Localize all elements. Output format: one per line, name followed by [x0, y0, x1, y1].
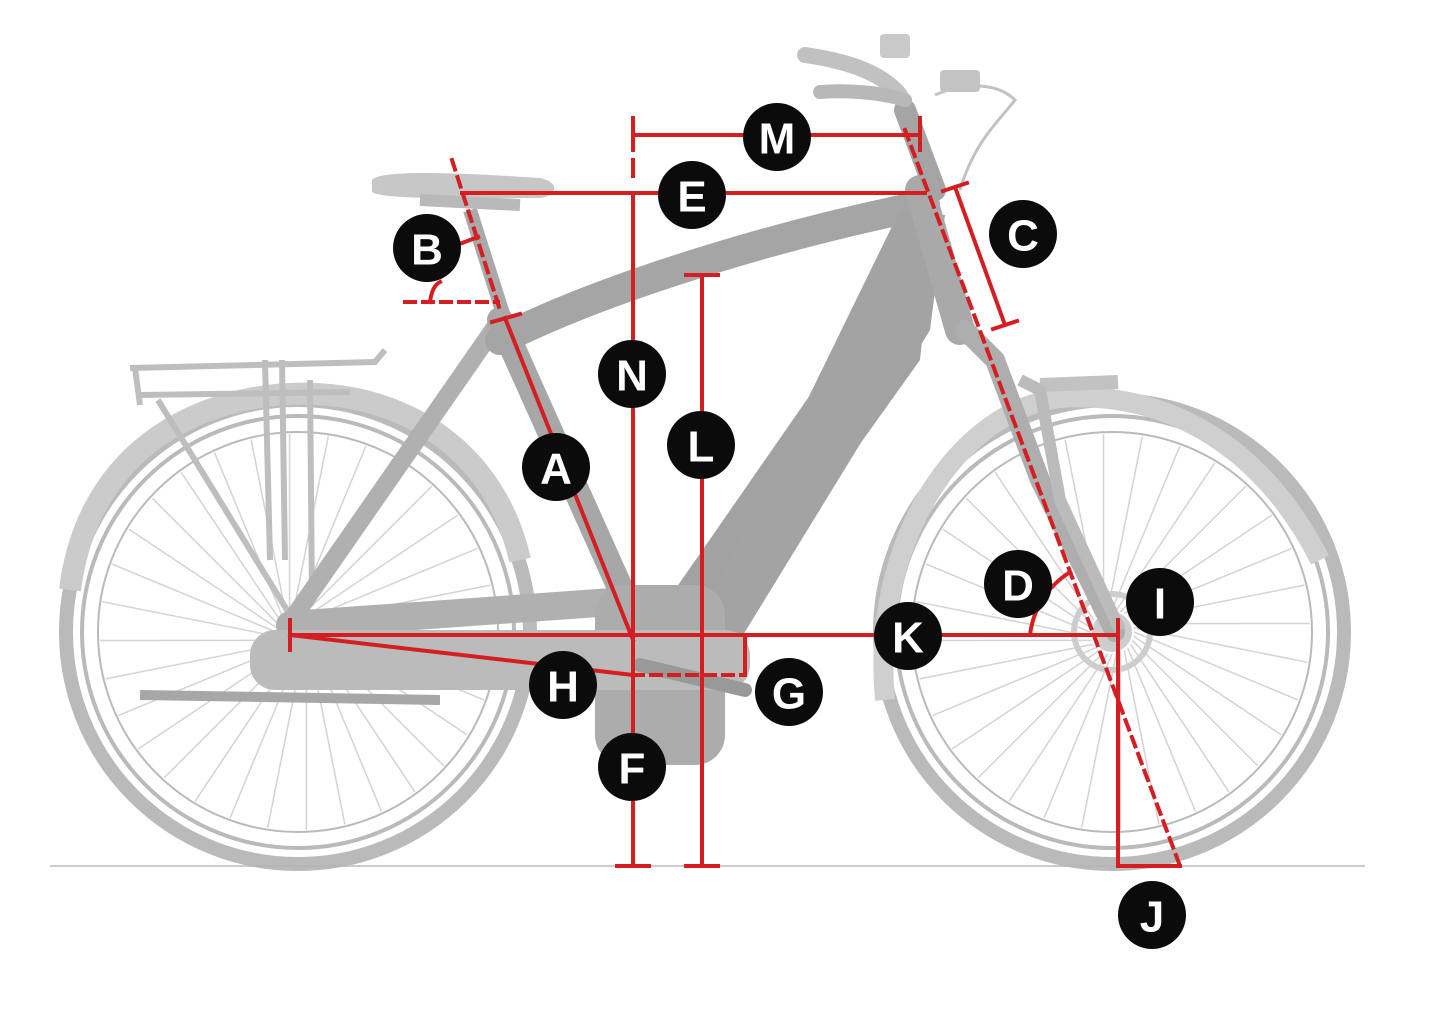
handlebar [797, 34, 1017, 201]
rear-rack [129, 348, 388, 617]
svg-text:H: H [547, 663, 579, 712]
rear-fender [59, 382, 531, 592]
spoke [1043, 653, 1113, 819]
dim-g-bb-drop [631, 633, 747, 677]
spoke [305, 485, 433, 613]
svg-text:M: M [759, 115, 796, 164]
badge-c: C [989, 200, 1057, 268]
spoke [102, 600, 277, 638]
badge-g: G [755, 658, 823, 726]
badge-d: D [984, 550, 1052, 618]
front-fork [955, 320, 1126, 642]
badge-l: L [667, 411, 735, 479]
svg-text:G: G [772, 670, 806, 719]
svg-text:B: B [411, 226, 443, 275]
svg-text:A: A [540, 445, 572, 494]
badge-h: H [529, 651, 597, 719]
badge-m: M [743, 103, 811, 171]
svg-text:E: E [677, 173, 706, 222]
spoke [313, 547, 478, 618]
spoke [932, 646, 1097, 717]
svg-text:F: F [619, 745, 646, 794]
badge-a: A [522, 433, 590, 501]
dim-steering-axis [902, 127, 1183, 869]
spoke [1106, 436, 1144, 611]
svg-text:K: K [892, 614, 924, 663]
badge-k: K [874, 602, 942, 670]
spoke [916, 600, 1091, 638]
badge-b: B [393, 214, 461, 282]
svg-text:D: D [1002, 562, 1034, 611]
spoke [1129, 643, 1230, 793]
spoke [977, 651, 1105, 779]
label-badges: M E C B N L A D I K H G F J [393, 103, 1194, 949]
dim-c-head-tube [940, 180, 1020, 332]
spoke [128, 528, 277, 629]
spoke [151, 497, 279, 625]
spoke [1131, 639, 1259, 767]
badge-f: F [598, 733, 666, 801]
spoke [111, 563, 277, 633]
svg-text:C: C [1007, 212, 1039, 261]
dim-b-seat-angle [403, 157, 503, 313]
dim-l-standover [684, 273, 720, 868]
spoke [1133, 635, 1282, 736]
badge-j: J [1118, 881, 1186, 949]
spoke [1133, 631, 1299, 701]
badge-n: N [598, 340, 666, 408]
front-fender [873, 387, 1329, 701]
spoke [1008, 653, 1109, 802]
svg-text:N: N [616, 352, 648, 401]
svg-text:J: J [1140, 893, 1164, 942]
svg-text:L: L [688, 423, 715, 472]
badge-e: E [658, 161, 726, 229]
spoke [919, 643, 1094, 680]
spoke [1080, 653, 1118, 828]
spoke [1111, 445, 1181, 611]
spoke [1126, 647, 1197, 812]
badge-i: I [1126, 568, 1194, 636]
svg-text:I: I [1154, 580, 1166, 629]
spoke [951, 649, 1101, 750]
spoke [180, 471, 281, 621]
spoke [309, 514, 459, 615]
